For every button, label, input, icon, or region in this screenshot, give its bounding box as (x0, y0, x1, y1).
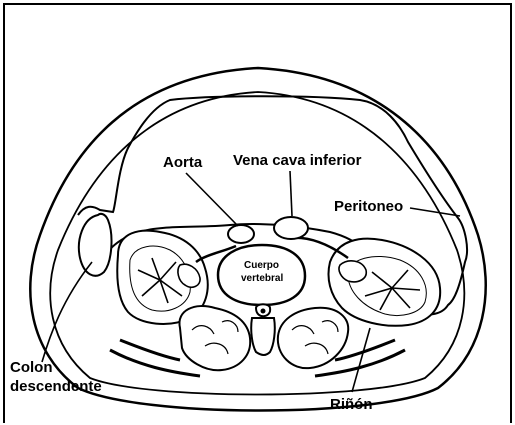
label-colon: Colon (10, 359, 53, 376)
vena-cava-vessel (274, 217, 308, 239)
label-vertebral: vertebral (241, 273, 283, 284)
label-peritoneo: Peritoneo (334, 198, 403, 215)
label-cuerpo: Cuerpo (244, 260, 279, 271)
aorta-vessel (228, 225, 254, 243)
label-vena-cava: Vena cava inferior (233, 152, 362, 169)
label-aorta: Aorta (163, 154, 203, 171)
label-descendente: descendente (10, 378, 102, 395)
label-rinon: Riñón (330, 396, 373, 413)
spinal-canal (256, 304, 270, 316)
